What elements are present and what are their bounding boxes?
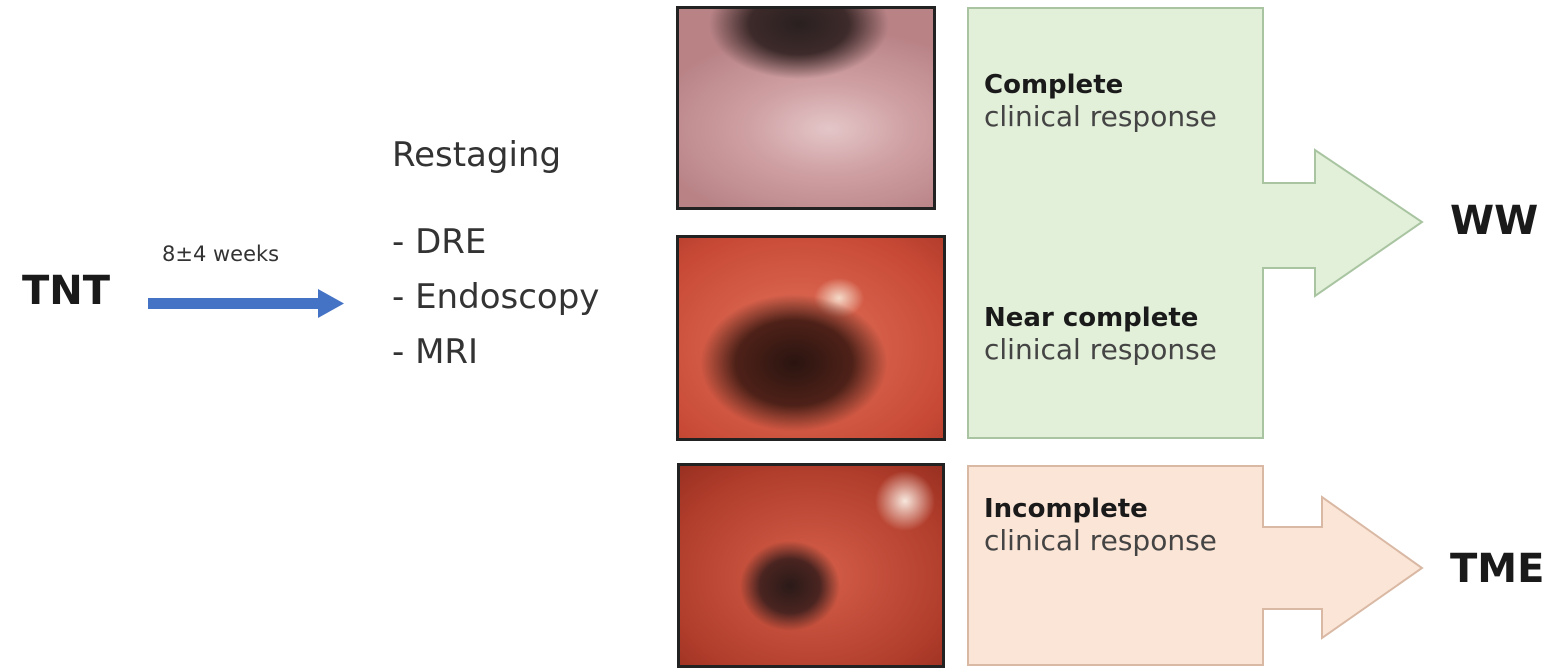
- response-complete: Complete clinical response: [984, 70, 1217, 133]
- response-complete-text: clinical response: [984, 100, 1217, 133]
- tnt-label: TNT: [22, 268, 110, 314]
- restaging-item-endoscopy: - Endoscopy: [392, 277, 599, 317]
- response-incomplete-title: Incomplete: [984, 494, 1217, 524]
- restaging-title: Restaging: [392, 135, 561, 175]
- response-incomplete-text: clinical response: [984, 524, 1217, 557]
- response-near-complete: Near complete clinical response: [984, 303, 1217, 366]
- response-incomplete: Incomplete clinical response: [984, 494, 1217, 557]
- response-near-complete-text: clinical response: [984, 333, 1217, 366]
- endoscopy-image-near-complete: [676, 235, 946, 441]
- interval-label: 8±4 weeks: [162, 242, 279, 266]
- response-complete-title: Complete: [984, 70, 1217, 100]
- endoscopy-image-complete: [676, 6, 936, 210]
- response-near-complete-title: Near complete: [984, 303, 1217, 333]
- restaging-item-dre: - DRE: [392, 222, 486, 262]
- endoscopy-image-incomplete: [677, 463, 945, 668]
- timeline-arrow-icon: [148, 284, 348, 324]
- outcome-tme: TME: [1450, 546, 1544, 592]
- outcome-ww: WW: [1450, 198, 1538, 244]
- restaging-item-mri: - MRI: [392, 332, 478, 372]
